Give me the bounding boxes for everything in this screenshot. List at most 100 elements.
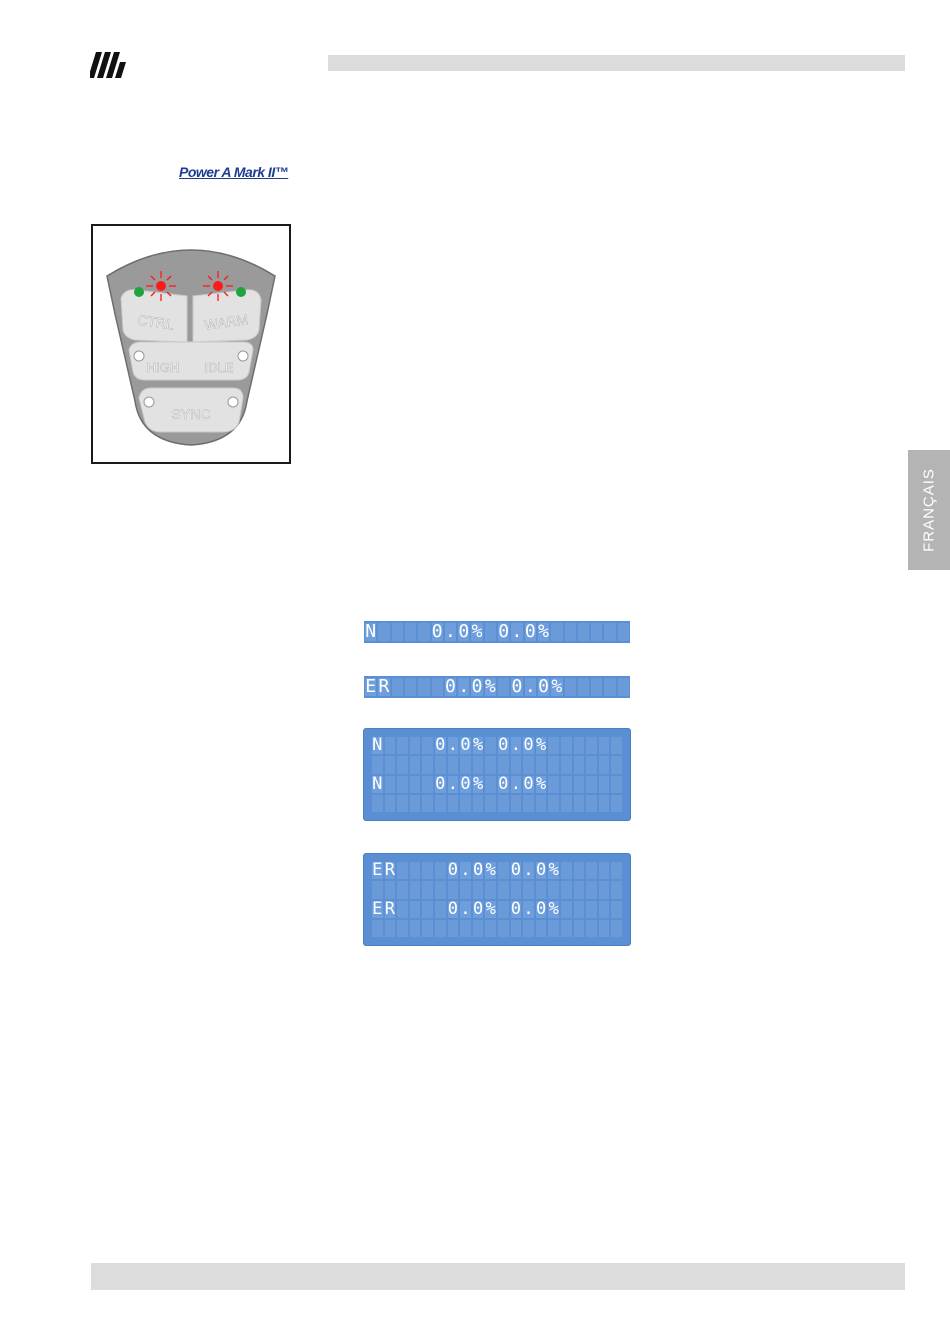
lcd-char-cell: % (548, 862, 559, 880)
lcd-line (364, 729, 365, 730)
lcd-char-cell (573, 794, 585, 812)
lcd-char-cell: 0 (444, 678, 457, 696)
remote-panel-illustration: CTRL WARM HIGH IDLE SYNC (106, 249, 276, 446)
lcd-char-cell: N (365, 623, 377, 641)
lcd-char-cell (397, 881, 408, 899)
lcd-char-cell (435, 881, 446, 899)
lcd-char-cell: 0 (460, 737, 471, 755)
lcd-char-cell (564, 623, 576, 641)
lcd-char-cell (472, 919, 484, 937)
lcd-char-cell (485, 737, 496, 755)
red-led-right-flashing-icon (203, 271, 233, 301)
lcd-char-cell (586, 775, 597, 793)
lcd-char-cell (535, 881, 547, 899)
lcd-line (364, 854, 365, 855)
lcd-line: N 0.0% 0.0% (364, 729, 365, 730)
lcd-char-cell (586, 900, 597, 918)
lcd-char-cell: % (471, 623, 483, 641)
lcd-char-cell (384, 794, 396, 812)
lcd-char-cell (447, 881, 459, 899)
lcd-char-cell (409, 862, 421, 880)
lcd-char-cell (485, 919, 496, 937)
lcd-char-cell (611, 900, 622, 918)
lcd-char-cell (598, 881, 610, 899)
lcd-char-cell (485, 775, 496, 793)
lcd-char-cell (561, 737, 572, 755)
warm-button[interactable]: WARM (192, 289, 262, 343)
lcd-char-cell (397, 794, 408, 812)
lcd-char-cell (548, 737, 559, 755)
lcd-line: ER 0.0% 0.0% (364, 854, 365, 855)
lcd-display-double-n: N 0.0% 0.0% N0.0%0.0% N 0.0% 0.0% N0.0%0… (364, 729, 630, 820)
red-led-left-flashing-icon (146, 271, 176, 301)
lcd-char-cell (378, 623, 390, 641)
lcd-char-cell (372, 756, 383, 774)
green-led-right-icon (236, 287, 246, 297)
lcd-char-cell: N (372, 775, 383, 793)
lcd-char-cell (598, 794, 610, 812)
lcd-char-cell (535, 794, 547, 812)
lcd-char-cell: . (460, 862, 471, 880)
lcd-char-cell: R (378, 678, 390, 696)
lcd-char-cell (598, 756, 610, 774)
lcd-char-cell (397, 862, 408, 880)
ctrl-button[interactable]: CTRL (120, 289, 188, 343)
lcd-char-cell (485, 794, 496, 812)
sync-left-led-icon (143, 396, 155, 408)
lcd-char-cell (460, 756, 471, 774)
lcd-char-cell (422, 862, 433, 880)
lcd-char-cell (418, 678, 430, 696)
lcd-char-cell (523, 881, 534, 899)
lcd-char-cell (447, 756, 459, 774)
lcd-char-cell (435, 919, 446, 937)
lcd-char-cell: % (472, 775, 484, 793)
lcd-char-cell: 0 (537, 678, 550, 696)
lcd-char-cell (598, 737, 610, 755)
lcd-char-cell: . (447, 775, 459, 793)
lcd-char-cell (510, 794, 522, 812)
lcd-char-cell (484, 623, 496, 641)
brand-text: Power A Mark II (179, 164, 275, 180)
language-tab-label: FRANÇAIS (920, 468, 938, 552)
lcd-char-cell: 0 (447, 900, 459, 918)
lcd-char-cell: . (447, 737, 459, 755)
lcd-char-cell (510, 919, 522, 937)
lcd-char-cell: R (384, 862, 396, 880)
high-idle-button[interactable]: HIGH IDLE (128, 341, 254, 381)
lcd-char-cell (435, 756, 446, 774)
lcd-char-cell (548, 881, 559, 899)
lcd-char-cell (573, 919, 585, 937)
lcd-char-cell: 0 (472, 900, 484, 918)
lcd-char-cell: 0 (498, 775, 509, 793)
lcd-char-cell (422, 737, 433, 755)
lcd-char-cell (409, 900, 421, 918)
lcd-char-cell (391, 623, 403, 641)
lcd-char-cell (447, 919, 459, 937)
sync-button-label: SYNC (172, 406, 211, 422)
lcd-char-cell (561, 775, 572, 793)
lcd-char-cell (422, 900, 433, 918)
lcd-char-cell: 0 (471, 678, 483, 696)
lcd-char-cell (397, 919, 408, 937)
lcd-line (364, 854, 365, 855)
lcd-char-cell (617, 678, 629, 696)
lcd-char-cell (397, 756, 408, 774)
lcd-char-cell (472, 881, 484, 899)
lcd-char-cell (586, 881, 597, 899)
lcd-display-double-er: ER 0.0% 0.0% ER0.0%0.0% ER 0.0% 0.0% ER0… (364, 854, 630, 945)
lcd-char-cell: 0 (523, 775, 534, 793)
lcd-char-cell (384, 756, 396, 774)
sync-button[interactable]: SYNC (138, 387, 244, 433)
lcd-char-cell (418, 623, 430, 641)
lcd-char-cell (431, 678, 443, 696)
lcd-char-cell: . (458, 678, 470, 696)
lcd-char-cell: 0 (523, 737, 534, 755)
lcd-char-cell (409, 794, 421, 812)
lcd-char-cell (384, 775, 396, 793)
lcd-char-cell (391, 678, 403, 696)
lcd-char-cell (561, 862, 572, 880)
lcd-char-cell (435, 900, 446, 918)
lcd-char-cell (611, 881, 622, 899)
lcd-char-cell (498, 862, 509, 880)
lcd-char-cell (604, 623, 616, 641)
